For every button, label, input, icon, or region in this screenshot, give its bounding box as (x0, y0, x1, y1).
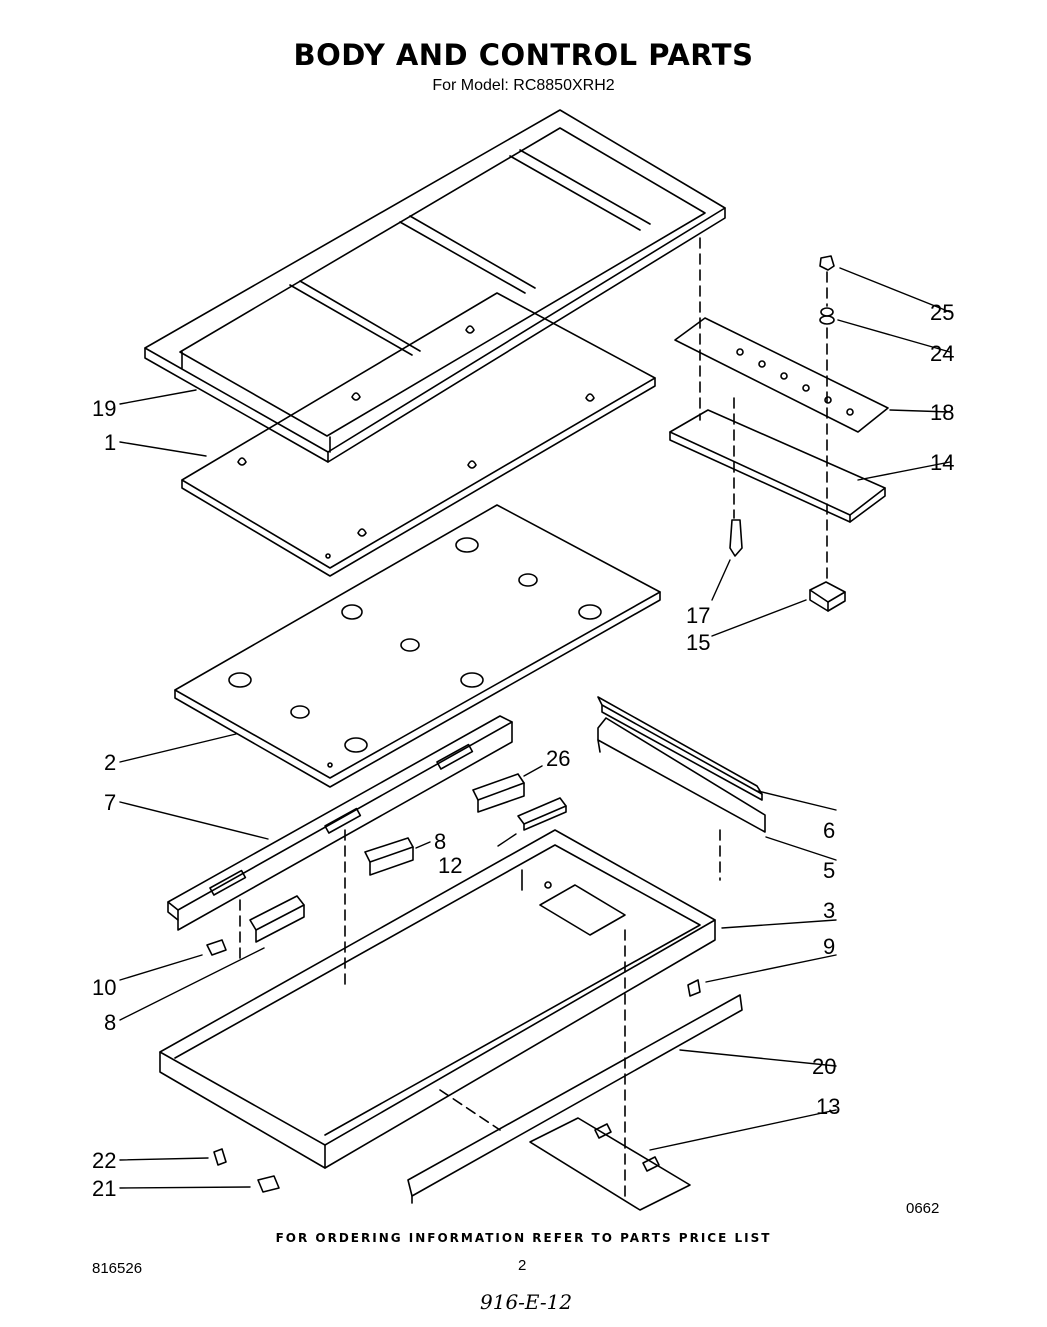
callout-8-lower: 8 (104, 1010, 117, 1035)
page-number: 2 (518, 1257, 527, 1274)
callout-10: 10 (92, 975, 117, 1000)
callout-14: 14 (930, 450, 955, 475)
part-2-cooktop (175, 505, 660, 787)
part-12-terminal-block (518, 798, 566, 830)
part-10-bracket (207, 940, 226, 955)
callout-22: 22 (92, 1148, 117, 1173)
callout-13: 13 (816, 1094, 841, 1119)
callout-6: 6 (823, 818, 836, 843)
part-22-clip (214, 1149, 226, 1165)
part-13-cover-plate (530, 1118, 690, 1210)
part-24-bushing (820, 308, 834, 324)
callout-25: 25 (930, 300, 955, 325)
callout-26: 26 (546, 746, 571, 771)
ordering-note: FOR ORDERING INFORMATION REFER TO PARTS … (275, 1231, 772, 1245)
part-25-knob (820, 256, 834, 270)
callout-7: 7 (104, 790, 117, 815)
callout-19: 19 (92, 396, 117, 421)
part-20-side-rail (408, 995, 742, 1203)
page-title: BODY AND CONTROL PARTS (293, 38, 754, 72)
part-8-switch-block-lower (250, 896, 304, 942)
callout-9: 9 (823, 934, 836, 959)
callout-3: 3 (823, 898, 836, 923)
handwritten-note: 916-E-12 (480, 1290, 573, 1314)
part-17-igniter (730, 520, 742, 556)
callout-1: 1 (104, 430, 117, 455)
figure-code: 0662 (906, 1200, 940, 1217)
callout-24: 24 (930, 341, 955, 366)
part-21-clip (258, 1176, 279, 1192)
document-number: 816526 (92, 1260, 143, 1277)
part-6-trim-strip (598, 697, 762, 800)
part-18-control-panel (675, 318, 888, 432)
part-5-back-panel (598, 718, 765, 832)
callout-8-upper: 8 (434, 829, 447, 854)
part-3-body-chassis (160, 830, 715, 1168)
part-14-control-housing (670, 410, 885, 522)
callout-15: 15 (686, 630, 711, 655)
part-26-switch-block (473, 774, 524, 812)
callout-17: 17 (686, 603, 711, 628)
callout-5: 5 (823, 858, 836, 883)
part-1-panel (182, 293, 655, 576)
callout-18: 18 (930, 400, 955, 425)
part-8-switch-block-upper (365, 838, 413, 875)
model-subtitle: For Model: RC8850XRH2 (432, 77, 615, 94)
part-15-switch (810, 582, 845, 611)
part-19-top-frame (145, 110, 725, 462)
part-9-clip (688, 980, 700, 996)
callout-12: 12 (438, 853, 463, 878)
callout-2: 2 (104, 750, 117, 775)
leader-arrows (120, 268, 950, 1188)
callout-20: 20 (812, 1054, 837, 1079)
callout-21: 21 (92, 1176, 117, 1201)
assembly-dash-lines (240, 238, 827, 1200)
